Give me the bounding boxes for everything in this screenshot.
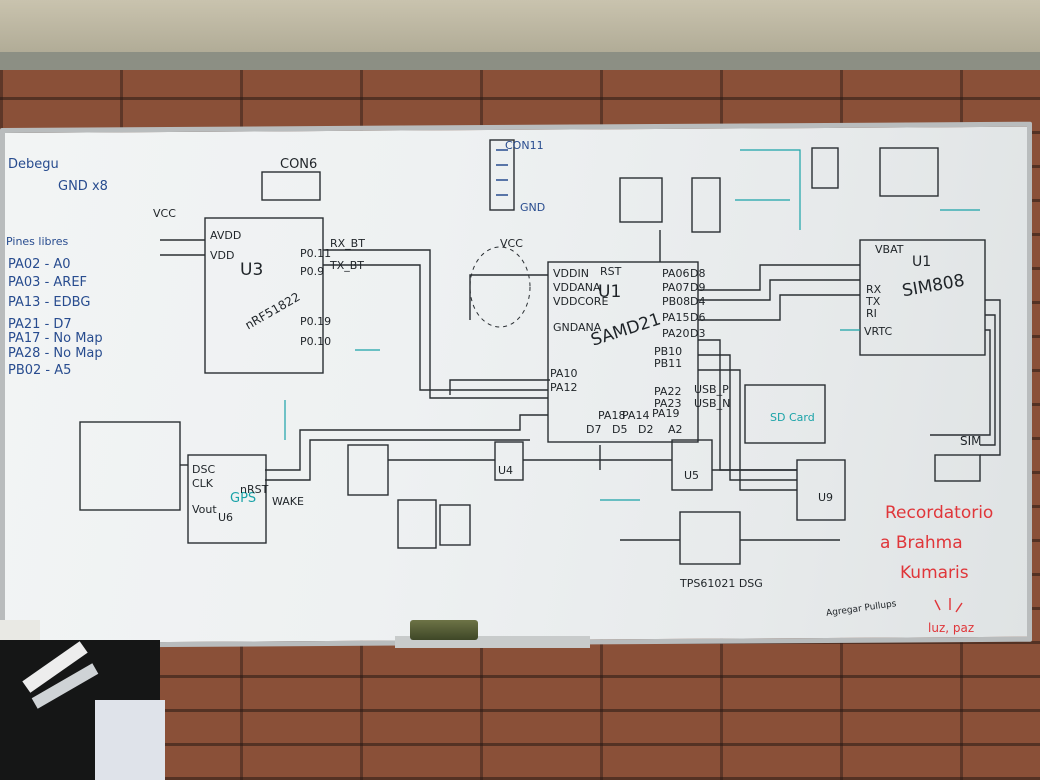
con11-box (489, 139, 515, 211)
u3-box (204, 217, 324, 374)
sim808-box (859, 239, 986, 356)
samd21-box (547, 261, 699, 443)
gps-box (187, 454, 267, 544)
storage-box (95, 700, 165, 780)
sd-box (744, 384, 826, 444)
eraser[interactable] (410, 620, 478, 640)
con6-box (261, 171, 321, 201)
wall-trim (0, 52, 1040, 70)
